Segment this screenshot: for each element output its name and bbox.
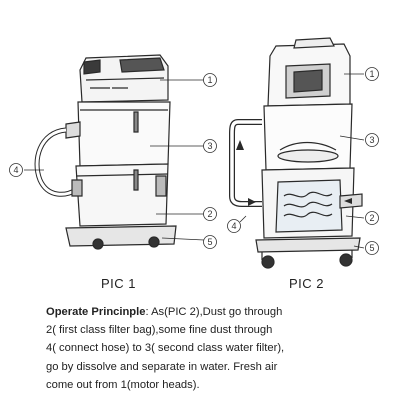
pic1-callout-5-label: 5: [207, 237, 212, 247]
pic2-caption: PIC 2: [289, 276, 325, 291]
description-line-2: 2( first class filter bag),some fine dus…: [46, 324, 273, 337]
vacuum-diagram: 1 3 4 2 5: [9, 37, 379, 269]
description-line-5: come out from 1(motor heads).: [46, 378, 200, 391]
description-line-1-rest: : As(PIC 2),Dust go through: [145, 306, 283, 318]
pic1-callout-4-label: 4: [13, 165, 18, 175]
pic2-callout-1: [365, 67, 379, 81]
pic2-callout-4-label: 4: [231, 221, 236, 231]
pic1-caption: PIC 1: [101, 276, 137, 291]
pic1-vacuum-drawing: [24, 54, 205, 250]
pic2-vacuum-drawing: [229, 37, 365, 269]
operating-principle-text: Operate Princinple: As(PIC 2),Dust go th…: [46, 303, 386, 394]
pic1-callout-3: [203, 139, 217, 153]
description-line-3: 4( connect hose) to 3( second class wate…: [46, 342, 285, 355]
pic1-callout-2-label: 2: [207, 209, 212, 219]
pic1-callout-4: [9, 163, 23, 177]
pic2-callout-5-label: 5: [369, 243, 374, 253]
diagram-figure: 1 3 4 2 5: [9, 37, 379, 269]
pic2-callout-2: [365, 211, 379, 225]
pic2-callout-5: [365, 241, 379, 255]
pic2-callout-1-label: 1: [369, 69, 374, 79]
pic1-callout-3-label: 3: [207, 141, 212, 151]
pic1-callout-1-label: 1: [207, 75, 212, 85]
pic2-callout-2-label: 2: [369, 213, 374, 223]
pic2-callout-3-label: 3: [369, 135, 374, 145]
pic1-callout-5: [203, 235, 217, 249]
pic2-callout-4: [227, 219, 241, 233]
pic1-callout-2: [203, 207, 217, 221]
description-lead: Operate Princinple: [46, 306, 146, 318]
description-line-1: Operate Princinple: As(PIC 2),Dust go th…: [46, 303, 386, 321]
pic2-callout-3: [365, 133, 379, 147]
pic1-callout-1: [203, 73, 217, 87]
description-line-4: go by dissolve and separate in water. Fr…: [46, 360, 278, 373]
